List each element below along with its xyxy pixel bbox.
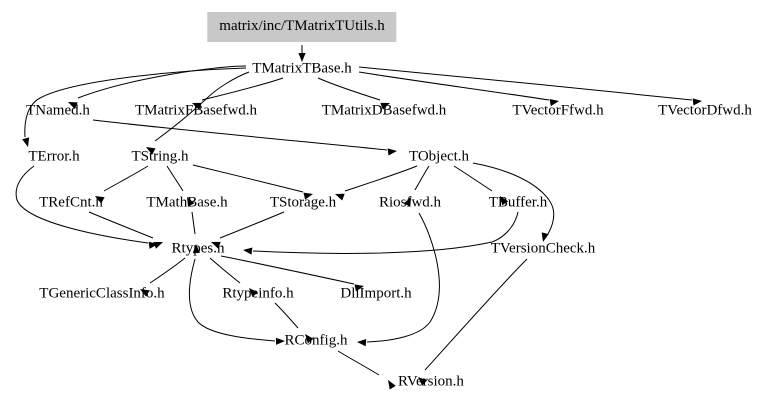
graph-edge — [358, 71, 550, 101]
graph-edge-arrowhead — [387, 148, 397, 156]
graph-node-terror[interactable]: TError.h — [28, 148, 80, 165]
graph-edge — [358, 66, 693, 101]
graph-node-tversioncheck[interactable]: TVersionCheck.h — [490, 240, 596, 257]
graph-node-rtypeinfo[interactable]: Rtypeinfo.h — [222, 285, 294, 302]
graph-edge-arrowhead — [22, 137, 30, 147]
graph-edge — [88, 211, 154, 239]
graph-node-dllimport[interactable]: DllImport.h — [340, 285, 412, 302]
graph-edge-arrowhead — [357, 339, 367, 347]
graph-node-trefcnt[interactable]: TRefCnt.h — [39, 194, 103, 211]
graph-edge — [344, 165, 418, 192]
graph-edge — [77, 65, 247, 99]
graph-node-rtypes[interactable]: Rtypes.h — [171, 240, 225, 257]
graph-edge — [337, 350, 380, 376]
graph-node-tbuffer[interactable]: TBuffer.h — [488, 194, 548, 211]
graph-edge-arrowhead — [388, 380, 396, 390]
graph-node-tmatrixdbasefwd[interactable]: TMatrixDBasefwd.h — [321, 102, 447, 119]
graph-edge — [209, 257, 241, 284]
graph-edge — [219, 211, 285, 239]
graph-node-rversion[interactable]: RVersion.h — [398, 373, 464, 390]
graph-edge — [103, 165, 149, 192]
graph-edge — [317, 77, 381, 101]
graph-node-tvectorffwd[interactable]: TVectorFfwd.h — [512, 102, 604, 119]
graph-node-tstorage[interactable]: TStorage.h — [269, 194, 337, 211]
graph-edge-arrowhead — [148, 241, 158, 249]
graph-edge — [201, 77, 284, 101]
graph-node-root[interactable]: matrix/inc/TMatrixTUtils.h — [207, 12, 397, 42]
graph-node-tvectordfwd[interactable]: TVectorDfwd.h — [658, 102, 752, 119]
graph-edge — [424, 258, 528, 371]
graph-edge — [252, 211, 519, 254]
graph-edge — [414, 165, 430, 191]
graph-edge — [192, 164, 304, 193]
graph-node-tmathbase[interactable]: TMathBase.h — [146, 194, 228, 211]
graph-edge — [166, 165, 184, 192]
graph-node-tstring[interactable]: TString.h — [131, 148, 189, 165]
graph-node-tnamed[interactable]: TNamed.h — [26, 102, 90, 119]
graph-node-tobject[interactable]: TObject.h — [408, 148, 470, 165]
graph-edge — [149, 257, 186, 284]
graph-edge — [274, 302, 299, 329]
graph-edge — [220, 255, 355, 285]
graph-node-tmatrixfbasefwd[interactable]: TMatrixFBasefwd.h — [134, 102, 258, 119]
graph-node-tgenericclassinfo[interactable]: TGenericClassInfo.h — [39, 285, 165, 302]
graph-edge — [92, 119, 388, 151]
graph-node-riosfwd[interactable]: Riosfwd.h — [378, 194, 442, 211]
graph-node-rconfig[interactable]: RConfig.h — [284, 332, 348, 349]
graph-edge-arrowhead — [153, 242, 163, 249]
graph-edge-arrowhead — [243, 247, 253, 255]
graph-edge — [453, 165, 493, 192]
graph-node-tmatrixtbase[interactable]: TMatrixTBase.h — [252, 60, 352, 77]
graph-edge — [191, 211, 196, 235]
graph-edge — [366, 212, 440, 343]
